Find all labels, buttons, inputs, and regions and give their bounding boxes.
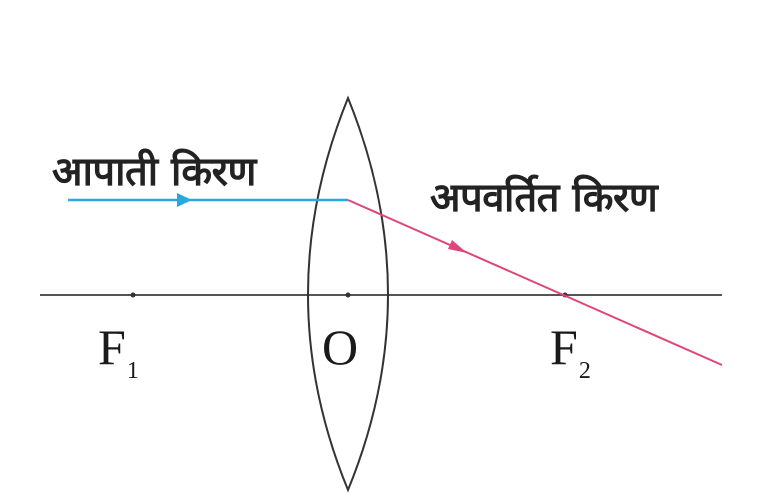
focus-point-f1 [130,292,136,298]
focus-label-f1: F1 [98,322,139,383]
focus-label-f2: F2 [550,322,591,383]
incident-ray-label: आपाती किरण [52,149,256,195]
focus-label-f2-main: F [550,319,578,375]
optical-centre-point [345,292,351,298]
refracted-ray [347,199,723,366]
focus-label-f1-main: F [98,319,126,375]
convex-lens [307,95,389,493]
focus-label-f1-sub: 1 [126,358,139,384]
refracted-ray-label: अपवर्तित किरण [430,175,658,221]
refracted-ray-arrow [448,240,467,253]
optical-centre-label: O [322,319,359,375]
incident-ray-arrow [177,193,192,207]
focus-label-f2-sub: 2 [578,358,591,384]
